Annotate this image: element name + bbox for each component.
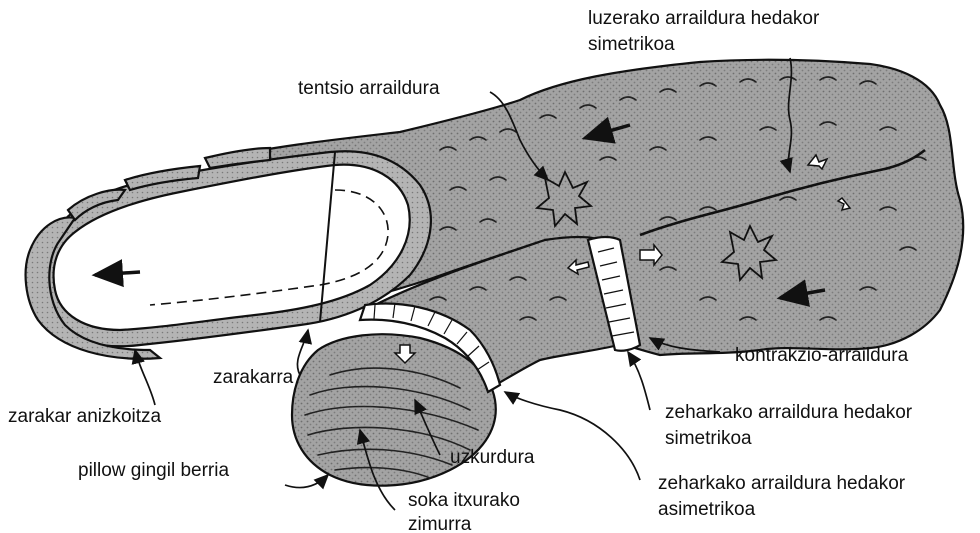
label-lengthwise-fracture-1: luzerako arraildura hedakor [588, 8, 820, 29]
label-lengthwise-fracture-2: simetrikoa [588, 34, 675, 55]
label-transverse-asymmetric-1: zeharkako arraildura hedakor [658, 473, 906, 494]
label-contraction-fracture: kontrakzio-arraildura [735, 345, 909, 366]
label-rope-wrinkle-2: zimurra [408, 514, 472, 533]
label-transverse-symmetric-2: simetrikoa [665, 428, 752, 449]
label-transverse-symmetric-1: zeharkako arraildura hedakor [665, 402, 913, 423]
label-wrinkling: uzkurdura [450, 447, 535, 468]
label-multiple-crust: zarakar anizkoitza [8, 406, 162, 427]
label-new-pillow-bud: pillow gingil berria [78, 460, 229, 481]
label-tension-fracture: tentsio arraildura [298, 78, 440, 99]
label-rope-wrinkle-1: soka itxurako [408, 490, 520, 511]
label-crust: zarakarra [213, 367, 294, 388]
label-transverse-asymmetric-2: asimetrikoa [658, 499, 756, 520]
